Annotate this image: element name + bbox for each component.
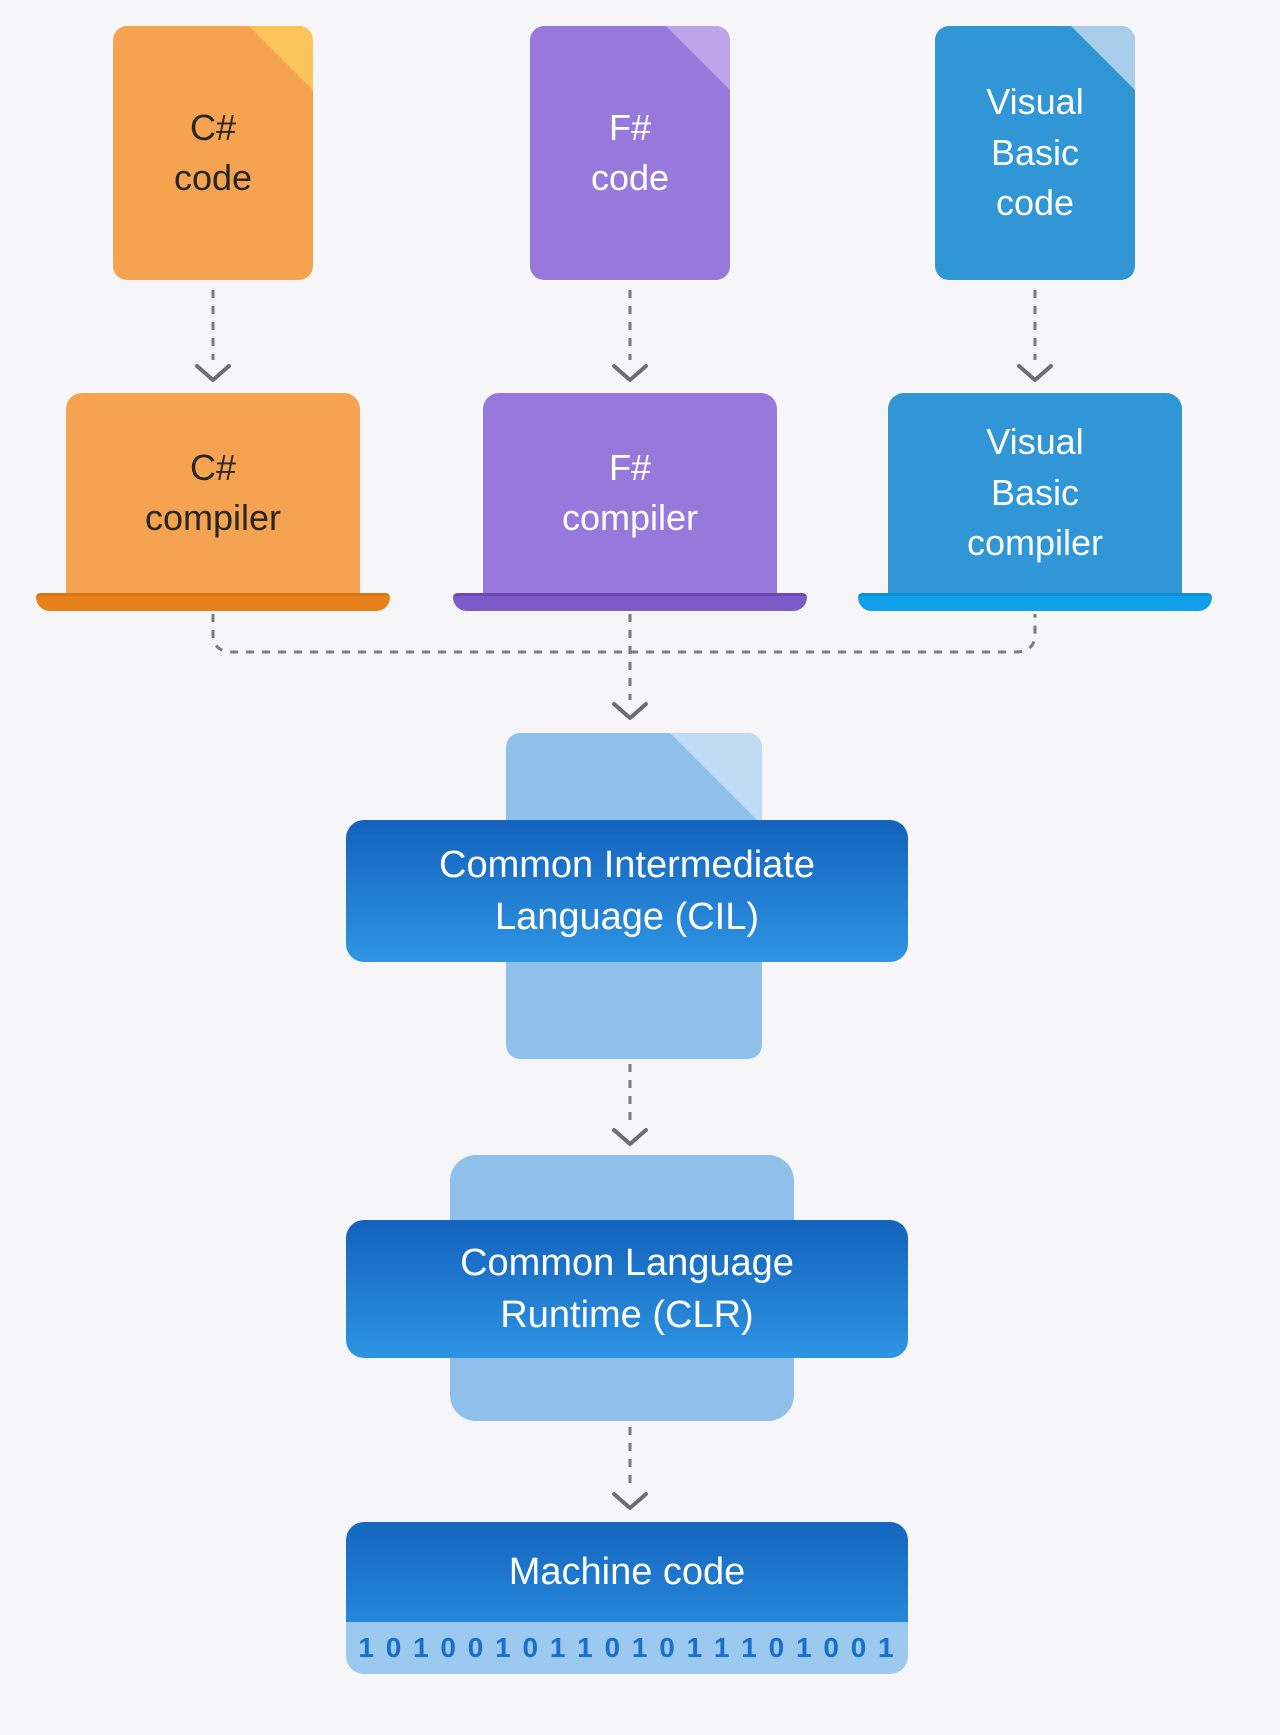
vb-code-label: Visual Basic code bbox=[986, 81, 1084, 224]
arrowhead-to-machine bbox=[612, 1492, 648, 1510]
arrowhead-csharp bbox=[195, 364, 231, 382]
csharp-code-label: C# code bbox=[173, 106, 253, 198]
csharp-code-doc: C# code bbox=[113, 26, 313, 280]
arrowhead-fsharp bbox=[612, 364, 648, 382]
arrowhead-to-cil bbox=[612, 702, 648, 720]
machine-code-block: Machine code 1 0 1 0 0 1 0 1 1 0 1 0 1 1… bbox=[346, 1522, 908, 1674]
fsharp-laptop-base bbox=[453, 593, 807, 611]
arrowhead-vb bbox=[1017, 364, 1053, 382]
connector-compilers-merge bbox=[211, 614, 1037, 654]
cil-doc-fold-icon bbox=[670, 733, 762, 825]
clr-banner: Common Language Runtime (CLR) bbox=[346, 1220, 908, 1358]
vb-compiler-label: Visual Basic compiler bbox=[888, 393, 1182, 593]
vb-laptop-base bbox=[858, 593, 1212, 611]
csharp-compiler-label: C# compiler bbox=[66, 393, 360, 593]
cil-banner: Common Intermediate Language (CIL) bbox=[346, 820, 908, 962]
machine-code-binary: 1 0 1 0 0 1 0 1 1 0 1 0 1 1 1 0 1 0 0 1 bbox=[346, 1622, 908, 1674]
csharp-laptop-base bbox=[36, 593, 390, 611]
fsharp-code-doc: F# code bbox=[530, 26, 730, 280]
machine-code-label: Machine code bbox=[346, 1522, 908, 1622]
vb-code-doc: Visual Basic code bbox=[935, 26, 1135, 280]
fsharp-compiler-label: F# compiler bbox=[483, 393, 777, 593]
arrowhead-to-clr bbox=[612, 1128, 648, 1146]
fsharp-code-label: F# code bbox=[590, 106, 670, 198]
